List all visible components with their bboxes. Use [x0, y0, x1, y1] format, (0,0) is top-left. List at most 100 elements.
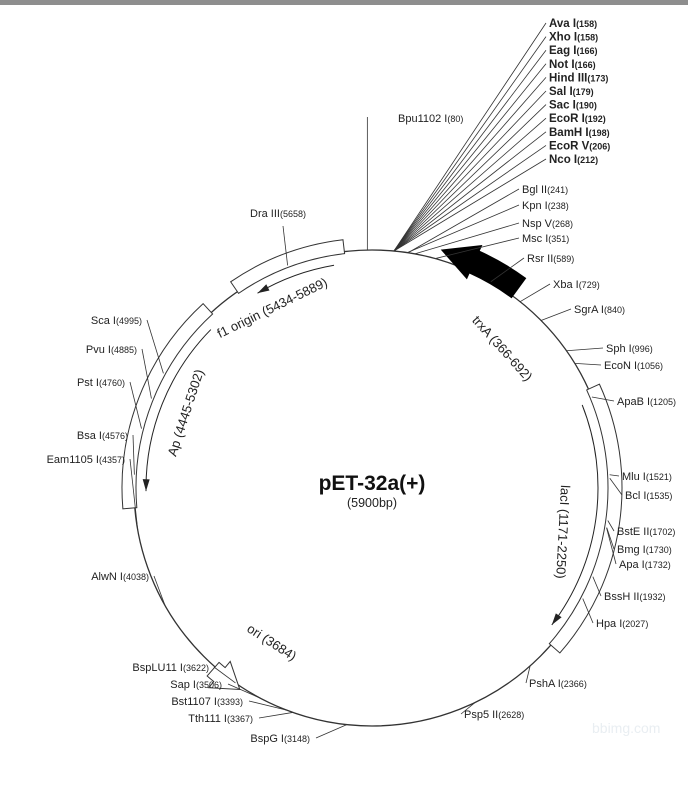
site-leader-line	[606, 527, 615, 550]
site-leader-line	[129, 458, 139, 530]
site-eag-i: Eag I(166)	[393, 45, 598, 252]
site-label-tth111-i: Tth111 I(3367)	[188, 713, 253, 725]
watermark: bbimg.com	[592, 720, 660, 736]
site-bssh-ii: BssH II(1932)	[592, 576, 665, 603]
site-hind-iii: Hind III(173)	[393, 72, 608, 252]
feature-direction-arrowhead	[142, 479, 150, 492]
site-leader-line	[490, 257, 525, 283]
site-nco-i: Nco I(212)	[393, 154, 598, 252]
site-leader-line	[393, 104, 547, 252]
site-leader-line	[460, 702, 476, 715]
site-eam1105-i: Eam1105 I(4357)	[47, 454, 139, 530]
site-label-hind-iii: Hind III(173)	[549, 72, 608, 84]
site-leader-line	[393, 145, 547, 252]
site-pvu-i: Pvu I(4885)	[86, 344, 152, 399]
site-leader-line	[213, 666, 236, 684]
site-leader-line	[407, 188, 520, 254]
site-label-alwn-i: AlwN I(4038)	[91, 571, 149, 583]
site-leader-line	[607, 520, 615, 532]
site-xba-i: Xba I(729)	[519, 279, 600, 303]
site-leader-line	[227, 683, 261, 699]
site-label-sph-i: Sph I(996)	[606, 343, 653, 355]
top-border-bar	[0, 0, 688, 5]
feature-direction-arrowhead	[551, 613, 562, 625]
site-label-sgra-i: SgrA I(840)	[574, 304, 625, 316]
site-bsplu11-i: BspLU11 I(3622)	[132, 662, 236, 684]
site-label-xba-i: Xba I(729)	[553, 279, 600, 291]
site-apab-i: ApaB I(1205)	[591, 396, 676, 408]
site-leader-line	[606, 527, 617, 565]
site-label-ecor-i: EcoR I(192)	[549, 113, 606, 125]
site-ava-i: Ava I(158)	[393, 18, 597, 252]
site-label-sca-i: Sca I(4995)	[91, 315, 142, 327]
site-label-eag-i: Eag I(166)	[549, 45, 598, 57]
site-leader-line	[393, 22, 547, 252]
restriction-site-layer: Ava I(158)Xho I(158)Eag I(166)Not I(166)…	[47, 18, 676, 745]
site-leader-line	[435, 237, 520, 259]
site-label-not-i: Not I(166)	[549, 59, 596, 71]
site-leader-line	[146, 319, 164, 374]
site-leader-line	[141, 348, 152, 399]
site-label-sap-i: Sap I(3506)	[170, 679, 222, 691]
site-ecor-v: EcoR V(206)	[393, 140, 610, 252]
site-leader-line	[566, 347, 604, 352]
site-nsp-v: Nsp V(268)	[414, 218, 573, 255]
site-bamh-i: BamH I(198)	[393, 127, 610, 252]
site-leader-line	[574, 363, 602, 366]
site-leader-line	[519, 283, 551, 303]
site-hpa-i: Hpa I(2027)	[582, 598, 648, 630]
site-label-apab-i: ApaB I(1205)	[617, 396, 676, 408]
site-label-sal-i: Sal I(179)	[549, 86, 594, 98]
site-leader-line	[592, 576, 602, 597]
site-leader-line	[393, 117, 547, 252]
site-label-nco-i: Nco I(212)	[549, 154, 598, 166]
site-label-bcl-i: Bcl I(1535)	[625, 490, 672, 502]
feature-label-laci: lacI (1171-2250)	[553, 485, 573, 579]
site-ecor-i: EcoR I(192)	[393, 113, 606, 252]
feature-box	[548, 383, 623, 654]
site-bst1107-i: Bst1107 I(3393)	[171, 696, 287, 711]
site-apa-i: Apa I(1732)	[606, 527, 671, 571]
site-label-bspg-i: BspG I(3148)	[250, 733, 310, 745]
site-kpn-i: Kpn I(238)	[407, 200, 569, 253]
site-leader-line	[414, 222, 520, 255]
site-econ-i: EcoN I(1056)	[574, 360, 663, 372]
site-bgl-ii: Bgl II(241)	[407, 184, 568, 254]
site-label-msc-i: Msc I(351)	[522, 233, 569, 245]
site-label-bmg-i: Bmg I(1730)	[617, 544, 672, 556]
site-mlu-i: Mlu I(1521)	[609, 471, 672, 483]
site-pst-i: Pst I(4760)	[77, 377, 142, 429]
site-label-bamh-i: BamH I(198)	[549, 127, 610, 139]
site-label-rsr-ii: Rsr II(589)	[527, 253, 574, 265]
site-leader-line	[609, 478, 623, 496]
site-bcl-i: Bcl I(1535)	[609, 478, 672, 502]
feature-laci: lacI (1171-2250)	[548, 383, 623, 654]
site-label-psp5-ii: Psp5 II(2628)	[464, 709, 524, 721]
site-label-hpa-i: Hpa I(2027)	[596, 618, 648, 630]
site-leader-line	[393, 36, 547, 252]
site-label-kpn-i: Kpn I(238)	[522, 200, 569, 212]
feature-layer: trxA (366-692)f1 origin (5434-5889)Ap (4…	[121, 239, 623, 691]
site-leader-line	[282, 225, 289, 266]
site-tth111-i: Tth111 I(3367)	[188, 712, 293, 725]
feature-label-ap: Ap (4445-5302)	[164, 367, 206, 458]
site-label-psha-i: PshA I(2366)	[529, 678, 587, 690]
site-leader-line	[248, 700, 287, 711]
feature-f1: f1 origin (5434-5889)	[215, 239, 346, 341]
site-alwn-i: AlwN I(4038)	[91, 571, 166, 606]
site-label-dra-iii: Dra III(5658)	[250, 208, 306, 220]
site-leader-line	[315, 724, 347, 739]
site-leader-line	[132, 434, 135, 475]
site-label-pst-i: Pst I(4760)	[77, 377, 125, 389]
site-leader-line	[525, 665, 531, 684]
site-leader-line	[393, 158, 547, 252]
feature-box	[121, 302, 214, 510]
site-bmg-i: Bmg I(1730)	[606, 527, 672, 556]
site-leader-line	[258, 712, 293, 719]
site-psp5-ii: Psp5 II(2628)	[460, 702, 524, 721]
site-rsr-ii: Rsr II(589)	[490, 253, 574, 283]
plasmid-center-labels: pET-32a(+) (5900bp)	[319, 472, 426, 510]
site-label-ava-i: Ava I(158)	[549, 18, 597, 30]
feature-direction-line	[551, 404, 599, 626]
